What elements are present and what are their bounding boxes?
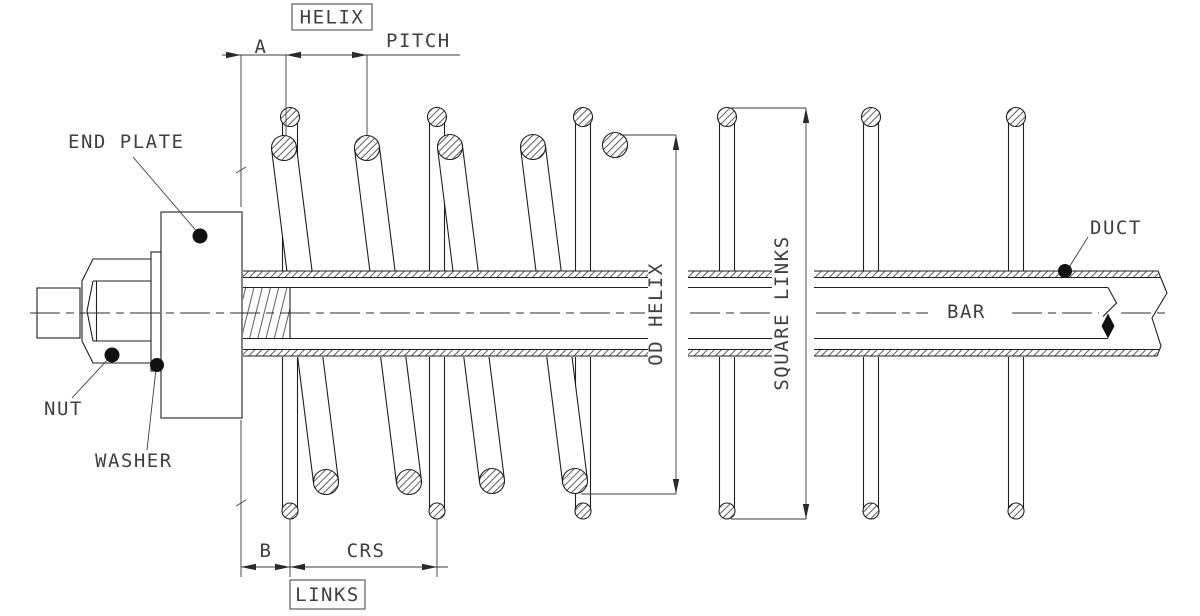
- end-plate-leader-dot: [192, 228, 208, 244]
- link-wire-section: [281, 502, 299, 520]
- dim-od-helix-label: OD HELIX: [645, 262, 667, 366]
- nut-leader-dot: [104, 347, 120, 363]
- link-wire-section: [860, 106, 882, 128]
- washer-plate: [150, 251, 162, 372]
- link-wire-section: [574, 502, 592, 520]
- duct-label: DUCT: [1090, 217, 1142, 239]
- bar-label: BAR: [947, 301, 986, 323]
- helix-wire-section: [436, 133, 464, 161]
- dimension-b-crs: B CRS LINKS: [235, 420, 448, 610]
- helix-wire-section: [478, 467, 506, 495]
- link-wire-section: [428, 502, 446, 520]
- helix-wire-section: [353, 134, 381, 162]
- helix-wire-section: [561, 467, 589, 495]
- nut-label: NUT: [44, 398, 83, 420]
- link-wire-section: [279, 106, 301, 128]
- dim-a-label: A: [255, 36, 268, 58]
- anchor-assembly: [36, 211, 243, 419]
- link-wire-section: [426, 106, 448, 128]
- dim-pitch-label: PITCH: [386, 30, 451, 52]
- end-plate-label: END PLATE: [68, 131, 184, 153]
- helix-wire-section: [395, 468, 423, 496]
- helix-label: HELIX: [300, 7, 365, 29]
- duct-break-line: [1151, 270, 1168, 357]
- link-wire-section: [1005, 106, 1027, 128]
- dimension-square-links: SQUARE LINKS: [730, 107, 810, 520]
- helix-label-box: [291, 3, 373, 31]
- helix-wire-end: [601, 131, 629, 159]
- bar-break-diamond: [1101, 313, 1115, 339]
- end-plate-body: [160, 211, 243, 419]
- links-label-box: [289, 579, 366, 610]
- dimension-a-pitch: A PITCH HELIX: [222, 3, 460, 207]
- helix-wire-section: [312, 468, 340, 496]
- dim-b-label: B: [260, 540, 273, 562]
- dim-square-links-label: SQUARE LINKS: [771, 235, 793, 390]
- callouts: END PLATE NUT WASHER DUCT BAR: [44, 131, 1142, 472]
- link-wire-section: [572, 106, 594, 128]
- link-wire-section: [716, 106, 738, 128]
- duct-leader-dot: [1058, 264, 1072, 278]
- bar-break-line: [1102, 287, 1118, 317]
- hex-nut: [81, 258, 153, 364]
- link-wire-section: [862, 502, 880, 520]
- washer-leader-dot: [150, 358, 164, 372]
- links-label: LINKS: [295, 584, 360, 606]
- dim-crs-label: CRS: [347, 540, 386, 562]
- helix-wire-section: [519, 133, 547, 161]
- dimension-od-helix: OD HELIX: [581, 134, 680, 495]
- washer-label: WASHER: [95, 450, 173, 472]
- helix-wire-section: [270, 134, 298, 162]
- link-wire-section: [1007, 502, 1025, 520]
- link-wire-section: [718, 502, 736, 520]
- bar: [243, 286, 1118, 340]
